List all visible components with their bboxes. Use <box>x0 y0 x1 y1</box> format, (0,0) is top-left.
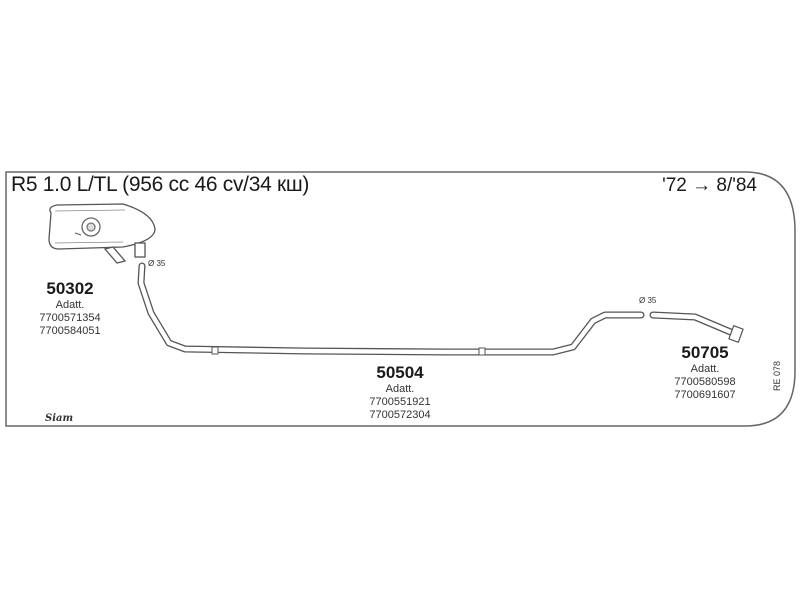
part-ref: 7700691607 <box>674 389 736 401</box>
part-note: Adatt. <box>690 363 720 375</box>
part-label-50705: 50705 Adatt. 7700580598 7700691607 <box>655 343 755 402</box>
vehicle-title: R5 1.0 L/TL (956 cc 46 cv/34 кш) <box>11 173 310 196</box>
diagram-drawing <box>5 171 796 427</box>
pipe-diameter-label: Ø 35 <box>639 296 657 305</box>
production-years: '72 → 8/'84 <box>662 175 757 196</box>
part-ref: 7700580598 <box>674 376 736 388</box>
part-note: Adatt. <box>55 299 85 311</box>
part-label-50504: 50504 Adatt. 7700551921 7700572304 <box>345 363 455 422</box>
brand-logo: Siam <box>45 413 74 424</box>
diagram-frame: R5 1.0 L/TL (956 cc 46 cv/34 кш) '72 → 8… <box>5 171 797 430</box>
part-ref: 7700572304 <box>369 409 431 421</box>
pipe-diameter-label: Ø 35 <box>148 259 166 268</box>
pipe-50504 <box>137 262 645 356</box>
part-ref: 7700551921 <box>369 396 431 408</box>
part-code: 50705 <box>681 343 729 362</box>
part-ref: 7700584051 <box>39 325 101 337</box>
part-note: Adatt. <box>385 383 415 395</box>
part-code: 50504 <box>376 363 424 382</box>
part-label-50302: 50302 Adatt. 7700571354 7700584051 <box>35 279 105 338</box>
frame-border <box>5 171 796 427</box>
pipe-50705 <box>649 311 744 343</box>
part-ref: 7700571354 <box>39 312 101 324</box>
diagram-reference: RE 078 <box>772 360 783 392</box>
part-code: 50302 <box>46 279 94 298</box>
silencer-50302 <box>48 203 156 264</box>
